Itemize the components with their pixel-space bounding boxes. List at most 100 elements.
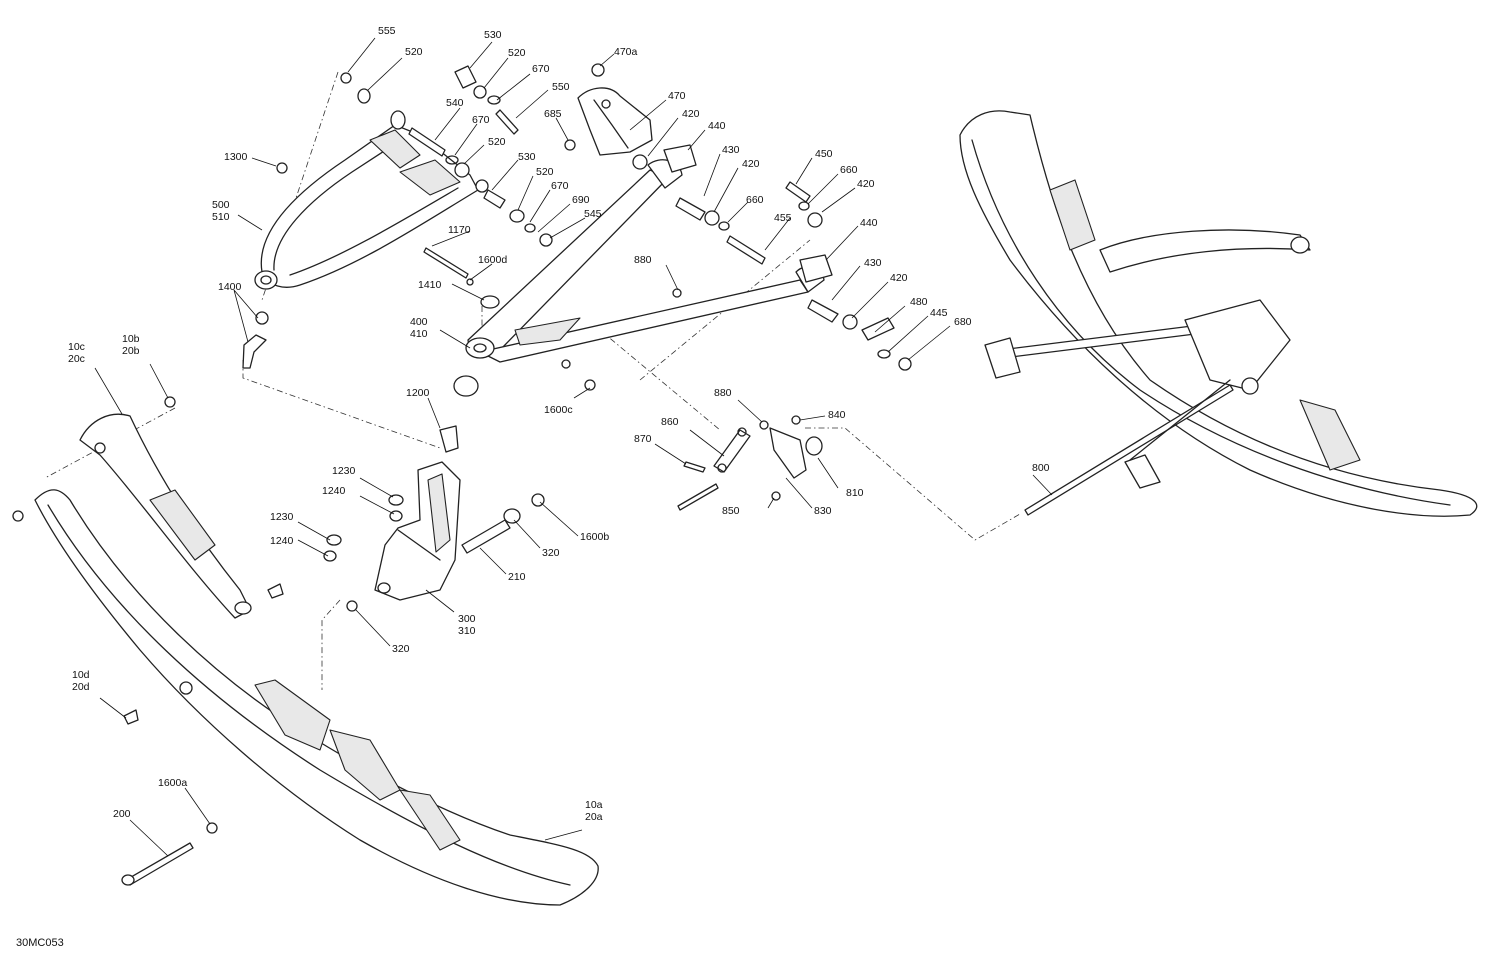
- callout-440: 440: [708, 120, 726, 132]
- callout-line: 10b: [122, 333, 140, 345]
- callout-1400: 1400: [218, 281, 242, 293]
- callout-labels: 555 520 530 520 670 550 540 670 520 1300…: [68, 25, 1050, 823]
- callout-660: 660: [746, 194, 764, 206]
- callout-line: 10a: [585, 799, 603, 811]
- callout-line: 1200: [406, 387, 430, 399]
- bracket-470: [564, 63, 653, 156]
- callout-line: 400: [410, 316, 428, 328]
- callout-1600a: 1600a: [158, 777, 187, 789]
- callout-530: 530: [484, 29, 502, 41]
- callout-line: 300: [458, 613, 476, 625]
- callout-line: 440: [708, 120, 726, 132]
- callout-1600b: 1600b: [580, 531, 609, 543]
- callout-670: 670: [551, 180, 569, 192]
- callout-line: 540: [446, 97, 464, 109]
- callout-550: 550: [552, 81, 570, 93]
- callout-line: 520: [488, 136, 506, 148]
- callout-445: 445: [930, 307, 948, 319]
- drawing-code: 30MC053: [16, 937, 64, 949]
- callout-540: 540: [446, 97, 464, 109]
- callout-420: 420: [742, 158, 760, 170]
- callout-line: 450: [815, 148, 833, 160]
- callout-860: 860: [661, 416, 679, 428]
- callout-line: 410: [410, 328, 428, 340]
- callout-line: 660: [840, 164, 858, 176]
- callout-line: 1170: [448, 224, 471, 236]
- callout-line: 880: [714, 387, 732, 399]
- callout-690: 690: [572, 194, 590, 206]
- callout-line: 555: [378, 25, 396, 37]
- callout-line: 1410: [418, 279, 442, 291]
- callout-line: 310: [458, 625, 476, 637]
- steering-linkage: [677, 415, 823, 511]
- callout-800: 800: [1032, 462, 1050, 474]
- callout-line: 810: [846, 487, 864, 499]
- callout-830: 830: [814, 505, 832, 517]
- callout-line: 670: [551, 180, 569, 192]
- callout-line: 1600b: [580, 531, 609, 543]
- callout-line: 10c: [68, 341, 85, 353]
- callout-1410: 1410: [418, 279, 442, 291]
- callout-line: 1240: [322, 485, 346, 497]
- upper-a-arm: [254, 110, 479, 290]
- callout-line: 670: [532, 63, 550, 75]
- callout-line: 20d: [72, 681, 90, 693]
- callout-line: 840: [828, 409, 846, 421]
- callout-670: 670: [532, 63, 550, 75]
- callout-line: 530: [518, 151, 536, 163]
- callout-line: 545: [584, 208, 602, 220]
- callout-line: 1600c: [544, 404, 573, 416]
- callout-line: 470a: [614, 46, 638, 58]
- callout-line: 420: [742, 158, 760, 170]
- callout-line: 520: [508, 47, 526, 59]
- callout-line: 685: [544, 108, 562, 120]
- callout-1230: 1230: [332, 465, 356, 477]
- callout-545: 545: [584, 208, 602, 220]
- callout-850: 850: [722, 505, 740, 517]
- callout-line: 320: [542, 547, 560, 559]
- callout-line: 830: [814, 505, 832, 517]
- callout-450: 450: [815, 148, 833, 160]
- callout-line: 20a: [585, 811, 603, 823]
- callout-1600c: 1600c: [544, 404, 573, 416]
- callout-line: 800: [1032, 462, 1050, 474]
- lower-arm-hardware: [423, 144, 912, 391]
- left-ski: [12, 396, 599, 906]
- callout-1240: 1240: [322, 485, 346, 497]
- callout-1300: 1300: [224, 151, 248, 163]
- leader-lines: [94, 37, 1053, 857]
- callout-line: 20c: [68, 353, 85, 365]
- callout-685: 685: [544, 108, 562, 120]
- callout-line: 320: [392, 643, 410, 655]
- callout-1230: 1230: [270, 511, 294, 523]
- callout-470a: 470a: [614, 46, 638, 58]
- callout-line: 660: [746, 194, 764, 206]
- callout-line: 1600d: [478, 254, 507, 266]
- callout-1200: 1200: [406, 387, 430, 399]
- callout-810: 810: [846, 487, 864, 499]
- callout-line: 860: [661, 416, 679, 428]
- callout-200: 200: [113, 808, 131, 820]
- callout-1600d: 1600d: [478, 254, 507, 266]
- callout-line: 420: [682, 108, 700, 120]
- callout-line: 200: [113, 808, 131, 820]
- callout-440: 440: [860, 217, 878, 229]
- callout-555: 555: [378, 25, 396, 37]
- callout-line: 1230: [332, 465, 356, 477]
- callout-line: 430: [864, 257, 882, 269]
- callout-320: 320: [392, 643, 410, 655]
- callout-520: 520: [508, 47, 526, 59]
- callout-line: 1300: [224, 151, 248, 163]
- callout-420: 420: [682, 108, 700, 120]
- callout-line: 480: [910, 296, 928, 308]
- upper-arm-hardware: [242, 65, 553, 369]
- assembly-dashed-lines: [44, 71, 1021, 690]
- callout-line: 455: [774, 212, 792, 224]
- callout-line: 445: [930, 307, 948, 319]
- callout-line: 430: [722, 144, 740, 156]
